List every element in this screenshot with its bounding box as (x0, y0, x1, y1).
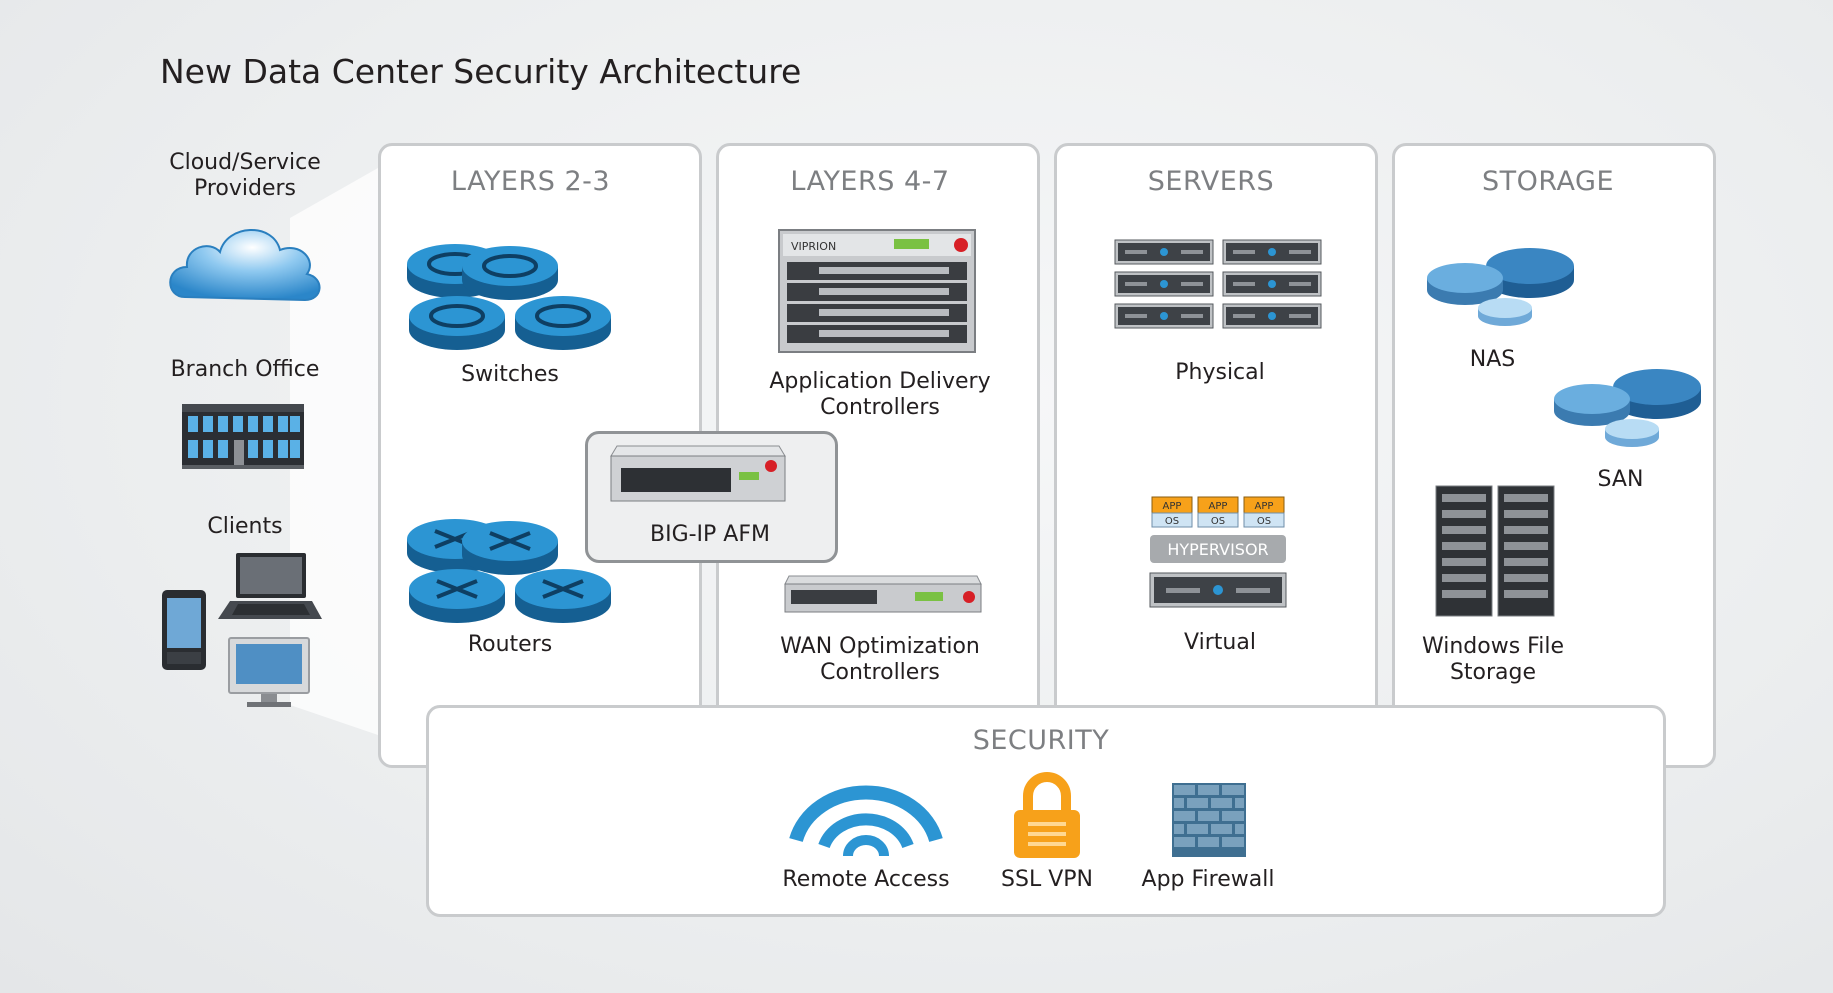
big-ip-appliance-icon (610, 445, 786, 502)
wireless-signal-icon (789, 785, 943, 857)
viprion-text: VIPRION (791, 240, 836, 253)
lock-icon (1014, 772, 1080, 858)
routers-label: Routers (467, 632, 553, 657)
phone-icon (162, 590, 206, 670)
laptop-icon (218, 553, 322, 619)
servers-heading: SERVERS (1147, 166, 1275, 197)
os-text: OS (1211, 516, 1225, 527)
big-ip-afm-label: BIG-IP AFM (649, 522, 770, 547)
remote-access-label: Remote Access (782, 867, 950, 892)
windows-file-storage-label: Windows File Storage (1421, 634, 1564, 685)
clients-label: Clients (207, 514, 283, 539)
switches-label: Switches (461, 362, 559, 387)
virtual-label: Virtual (1184, 630, 1256, 655)
app-text: APP (1163, 501, 1182, 512)
wan-optimization-label: WAN Optimization Controllers (780, 634, 980, 685)
viprion-chassis-icon: VIPRION (778, 229, 976, 353)
app-text: APP (1209, 501, 1228, 512)
servers-panel (1054, 143, 1378, 768)
storage-panel (1392, 143, 1716, 768)
adc-label: Application Delivery Controllers (769, 369, 991, 420)
app-firewall-label: App Firewall (1141, 867, 1275, 892)
desktop-monitor-icon (228, 637, 310, 707)
ssl-vpn-label: SSL VPN (1001, 867, 1093, 892)
cloud-icon (169, 229, 321, 302)
virtual-server-icon: APP APP APP OS OS OS HYPERVISOR (1149, 496, 1287, 608)
security-heading: SECURITY (972, 725, 1110, 756)
brick-wall-firewall-icon (1172, 783, 1246, 857)
routers-icon (407, 519, 613, 625)
cloud-label: Cloud/Service Providers (169, 150, 321, 201)
building-icon (182, 404, 304, 469)
layers-2-3-heading: LAYERS 2-3 (450, 166, 611, 197)
physical-servers-icon (1114, 239, 1322, 329)
nas-label: NAS (1469, 347, 1516, 372)
wan-optimization-appliance-icon (784, 575, 982, 613)
switches-icon (407, 244, 613, 352)
layers-4-7-heading: LAYERS 4-7 (790, 166, 950, 197)
file-storage-rack-icon (1435, 485, 1555, 617)
san-icon (1554, 369, 1701, 447)
app-text: APP (1255, 501, 1274, 512)
nas-icon (1427, 248, 1574, 326)
os-text: OS (1165, 516, 1179, 527)
page-title: New Data Center Security Architecture (160, 52, 802, 91)
hypervisor-text: HYPERVISOR (1167, 540, 1268, 559)
physical-label: Physical (1175, 360, 1265, 385)
storage-heading: STORAGE (1481, 166, 1615, 197)
os-text: OS (1257, 516, 1271, 527)
san-label: SAN (1597, 467, 1644, 492)
branch-office-label: Branch Office (170, 357, 320, 382)
